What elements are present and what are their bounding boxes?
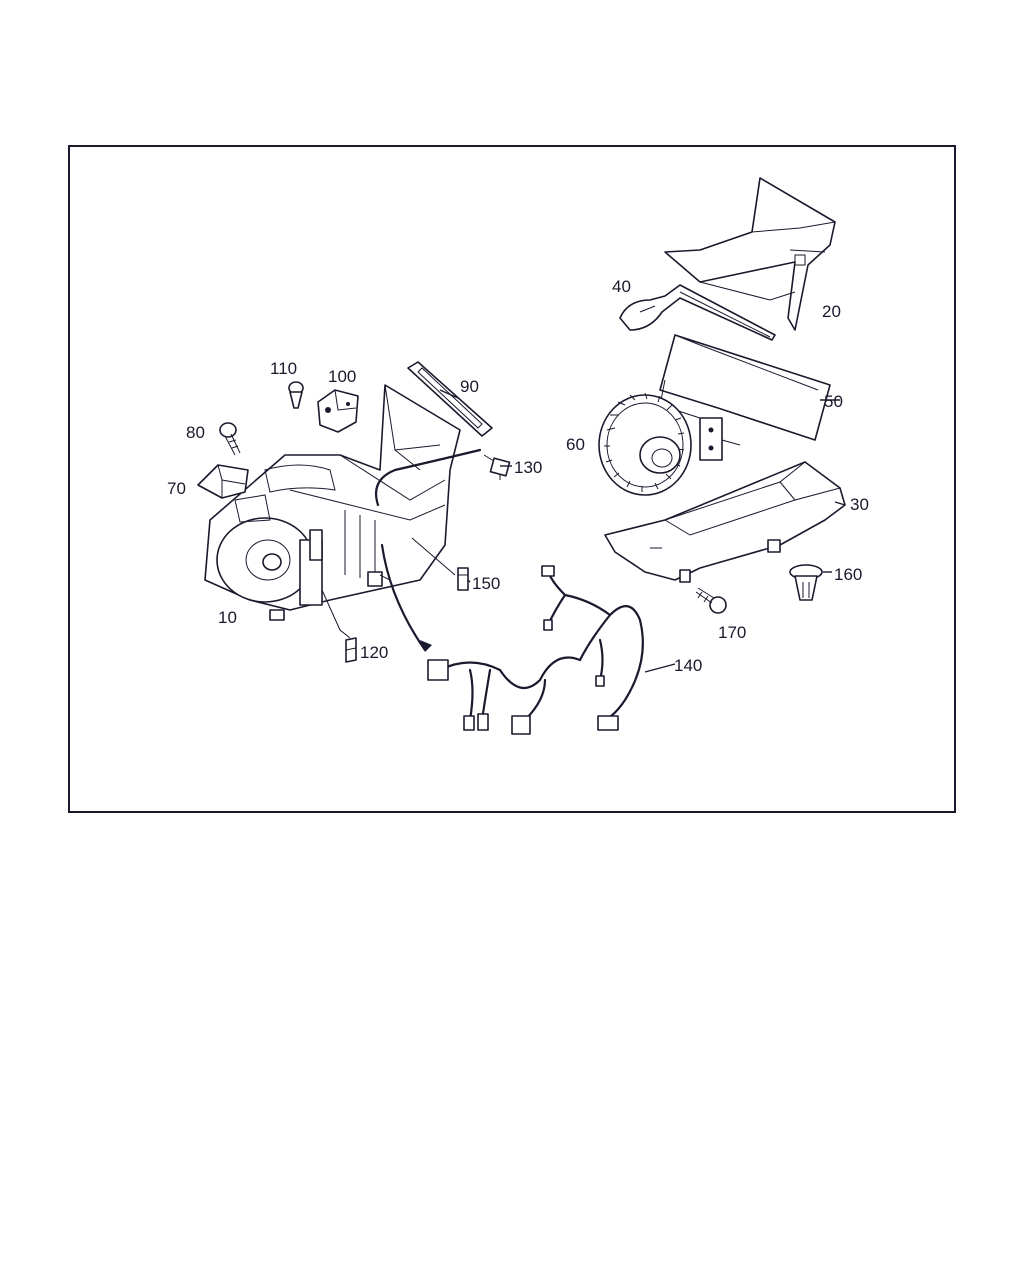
part-170-screw xyxy=(695,587,727,614)
part-30-lower-duct xyxy=(604,461,846,583)
callout-70: 70 xyxy=(167,479,186,498)
part-130-sensor xyxy=(483,454,511,480)
leader-lines xyxy=(439,389,846,673)
callout-100: 100 xyxy=(328,367,356,386)
callout-160: 160 xyxy=(834,565,862,584)
callout-110: 110 xyxy=(270,359,297,378)
callout-40: 40 xyxy=(612,277,631,296)
part-150-connector xyxy=(457,567,469,591)
part-10-heater-housing xyxy=(204,384,461,621)
callout-90: 90 xyxy=(460,377,479,396)
part-110-screw xyxy=(288,381,304,409)
callout-20: 20 xyxy=(822,302,841,321)
callout-170: 170 xyxy=(718,623,746,642)
part-70-actuator xyxy=(197,464,249,499)
callout-130: 130 xyxy=(514,458,542,477)
part-120-plug xyxy=(345,637,357,663)
part-20-air-duct xyxy=(664,177,836,331)
diagram-frame xyxy=(68,145,956,813)
part-160-clip xyxy=(789,564,823,601)
part-40-link-rod xyxy=(619,284,776,341)
part-100-flap-actuator xyxy=(317,389,359,433)
part-50-filter-box xyxy=(659,334,831,461)
callout-60: 60 xyxy=(566,435,585,454)
part-90-gasket xyxy=(407,361,493,437)
callout-10: 10 xyxy=(218,608,237,627)
part-140-wiring-harness xyxy=(427,565,644,735)
callout-50: 50 xyxy=(824,392,843,411)
callout-150: 150 xyxy=(472,574,500,593)
part-60-blower-wheel xyxy=(598,392,692,496)
callout-80: 80 xyxy=(186,423,205,442)
callout-140: 140 xyxy=(674,656,702,675)
part-80-screw xyxy=(219,422,241,456)
callout-120: 120 xyxy=(360,643,388,662)
callout-30: 30 xyxy=(850,495,869,514)
housing-cables xyxy=(321,448,482,652)
